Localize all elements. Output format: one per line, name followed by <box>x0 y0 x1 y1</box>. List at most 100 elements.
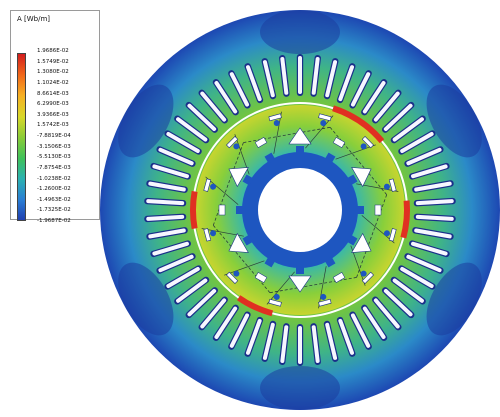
stator-slot <box>361 79 388 116</box>
stator-slot <box>381 287 415 319</box>
legend-label: 6.2990E-03 <box>37 101 69 108</box>
stator-slot <box>185 101 219 133</box>
hub-notch <box>324 256 336 268</box>
stator-slot <box>404 253 444 274</box>
stator-slot <box>390 276 426 305</box>
legend-label: -1.4963E-02 <box>37 196 71 203</box>
stator-slot <box>185 287 219 319</box>
stator-slot <box>310 323 321 365</box>
rotor-magnet <box>318 113 332 127</box>
red-zone <box>190 190 198 230</box>
hub-notch <box>324 152 336 164</box>
flux-lobe <box>118 262 174 336</box>
shaft-notches <box>236 146 364 274</box>
rotor-magnet <box>383 178 397 192</box>
stator-slot <box>198 89 228 124</box>
stator-slot <box>146 227 188 240</box>
stator-slot <box>409 240 450 258</box>
rotor-magnet <box>268 293 282 307</box>
hub-notch <box>296 146 304 154</box>
stator-slot <box>150 240 191 258</box>
legend-label: 1.5749E-02 <box>37 58 69 65</box>
legend-label: 8.6614E-03 <box>37 90 69 97</box>
flux-lobes <box>118 10 482 410</box>
stator-slot <box>336 316 356 357</box>
legend-label: 1.5742E-03 <box>37 122 69 129</box>
hub-notch <box>242 174 254 186</box>
stator-slot <box>413 197 456 207</box>
rotor-magnet <box>383 228 397 242</box>
stator-slot <box>164 130 202 155</box>
stator-slot <box>323 320 339 362</box>
stator-slot <box>404 146 444 167</box>
hub-notch <box>242 234 254 246</box>
rotor-magnet <box>203 228 217 242</box>
flux-lobe <box>260 366 340 410</box>
red-flux-zones <box>190 105 410 317</box>
stator-slot <box>144 213 187 223</box>
legend-label: -1.2600E-02 <box>37 186 71 193</box>
stator-slot <box>279 323 290 365</box>
stator-slot <box>150 162 191 180</box>
rotor-magnet <box>203 178 217 192</box>
flux-line <box>273 111 282 154</box>
stator-slot <box>261 320 277 362</box>
stator-slot <box>398 130 436 155</box>
flux-barrier <box>351 232 372 253</box>
flux-lobe <box>260 10 340 54</box>
stator-slot <box>279 55 290 97</box>
flux-lobe <box>426 262 482 336</box>
flux-barrier <box>351 167 372 188</box>
flux-barrier-small <box>332 137 346 148</box>
stator-slot <box>198 296 228 331</box>
rotor-magnet <box>268 113 282 127</box>
legend-color-bar <box>17 53 26 221</box>
legend-panel: A [Wb/m] 1.9686E-02 1.5749E-02 1.3080E-02 1… <box>10 10 100 224</box>
stator-slot <box>412 180 454 193</box>
legend-label: 3.9366E-03 <box>37 111 69 118</box>
hub-notch <box>236 206 244 214</box>
legend-title: A [Wb/m] <box>17 15 51 23</box>
flux-barrier-small <box>332 272 346 283</box>
rotor-flux-barriers <box>218 127 382 293</box>
flux-line <box>335 144 376 160</box>
flux-barrier-small <box>218 204 226 216</box>
stator-slot <box>212 304 239 341</box>
hub-notch <box>346 174 358 186</box>
stator-slot <box>296 54 304 96</box>
legend-label: -1.0238E-02 <box>37 175 71 182</box>
red-zone <box>332 105 385 144</box>
stator-slot <box>244 316 264 357</box>
legend-label: 1.3080E-02 <box>37 69 69 76</box>
stator-slot <box>349 70 372 109</box>
stator-slot <box>372 89 402 124</box>
flux-line <box>205 176 239 205</box>
rotor-magnet <box>226 270 240 284</box>
stator-slot <box>228 311 251 350</box>
hub-notch <box>264 256 276 268</box>
flux-barrier-small <box>254 137 268 148</box>
legend-label: 1.9686E-02 <box>37 48 69 54</box>
stator-slot <box>412 227 454 240</box>
stator-slot <box>390 115 426 144</box>
stator-slot <box>336 63 356 104</box>
stator-slot <box>174 115 210 144</box>
stator-slot <box>228 70 251 109</box>
flux-barrier-small <box>374 204 382 216</box>
stator-slot <box>156 253 196 274</box>
legend-label: -3.1506E-03 <box>37 143 71 150</box>
rotor-magnet <box>226 136 240 150</box>
legend-label: -1.9687E-02 <box>37 218 71 224</box>
hub-notch <box>296 266 304 274</box>
flux-line <box>318 266 327 309</box>
stator-slot <box>164 265 202 290</box>
stator-slot <box>144 197 187 207</box>
hub-notch <box>264 152 276 164</box>
red-zone <box>236 295 274 317</box>
rotor-magnet <box>360 136 374 150</box>
rotor-magnet <box>360 270 374 284</box>
legend-label: 1.1024E-02 <box>37 79 69 86</box>
flux-barrier <box>228 232 249 253</box>
hub-notch <box>356 206 364 214</box>
rotor-magnet <box>318 293 332 307</box>
